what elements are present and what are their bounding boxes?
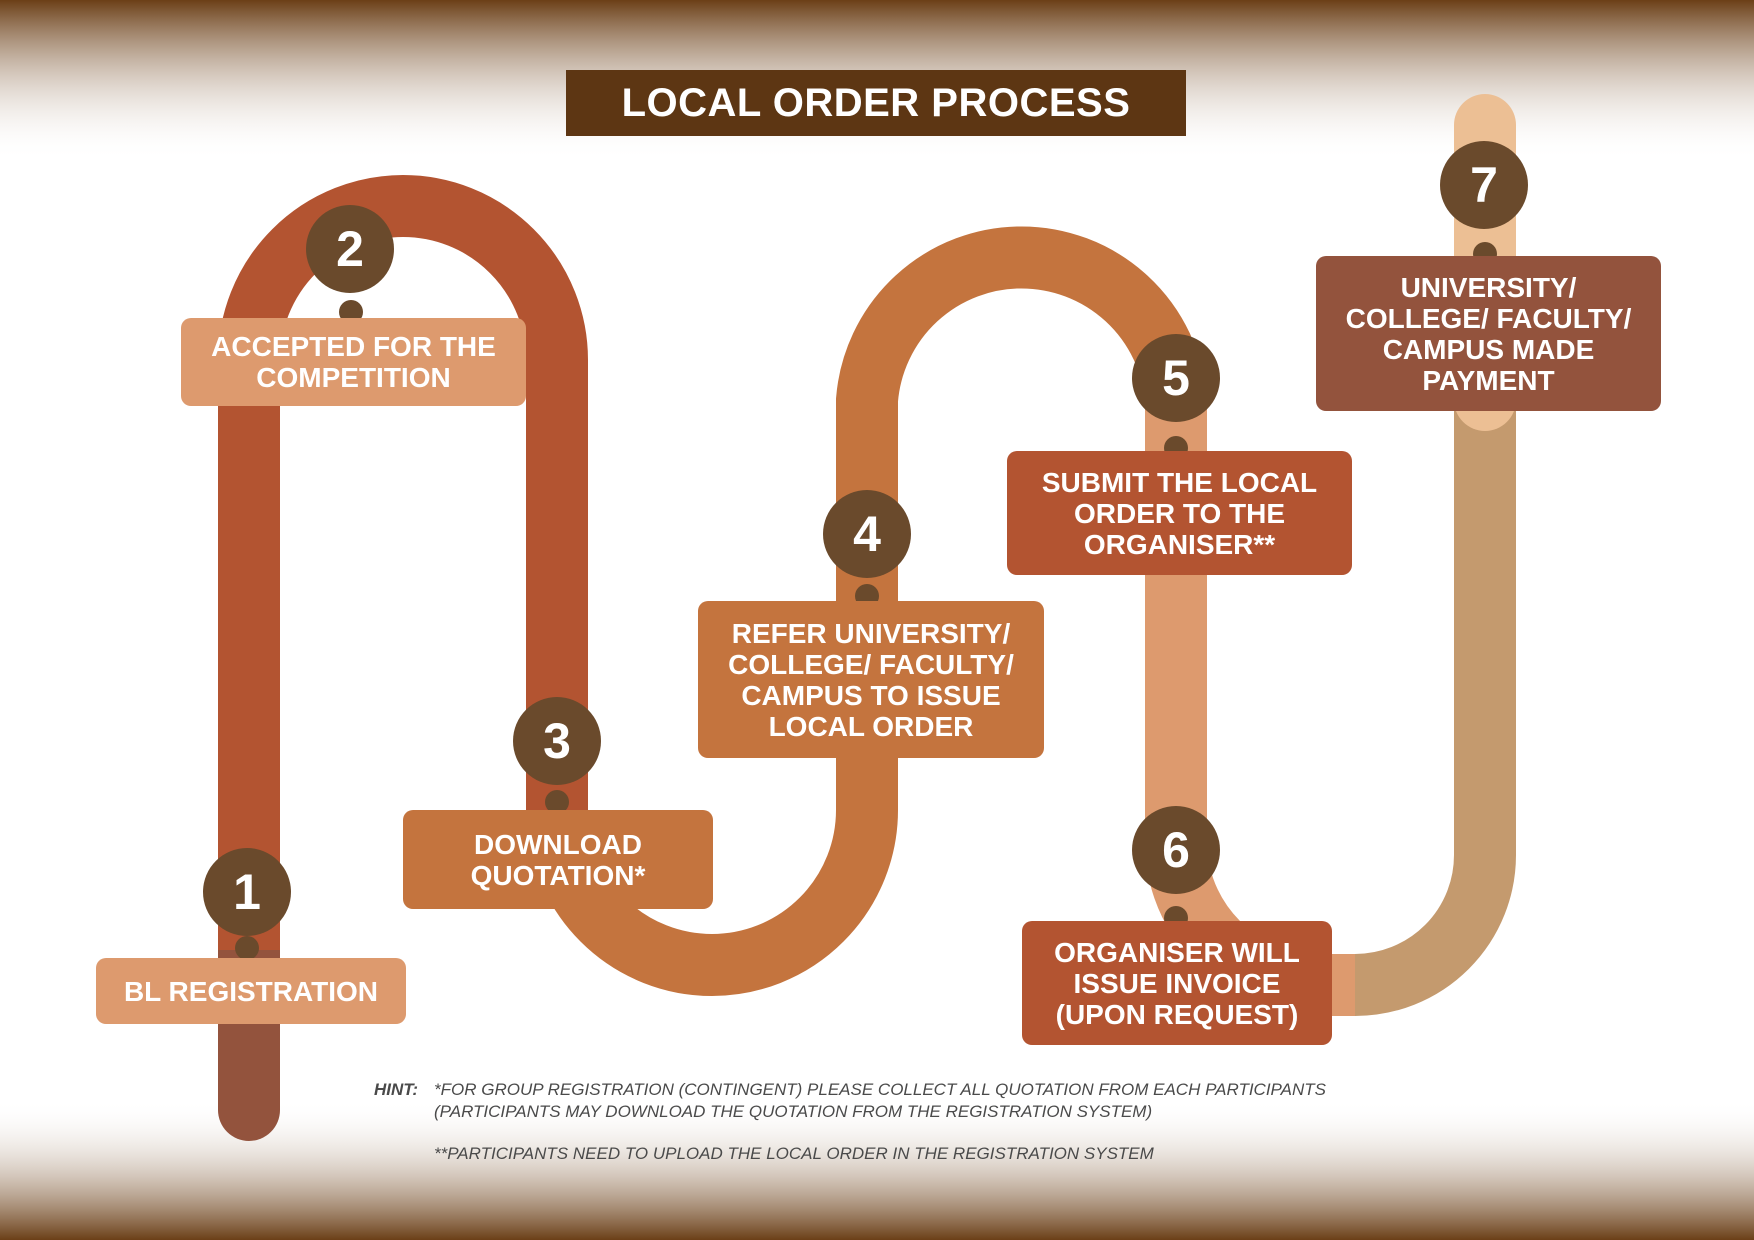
step-number-6: 6 bbox=[1132, 806, 1220, 894]
path-segment-3-5 bbox=[526, 226, 1207, 996]
step-number-7: 7 bbox=[1440, 141, 1528, 229]
step-text-1: BL REGISTRATION bbox=[123, 975, 379, 1007]
step-number-1: 1 bbox=[203, 848, 291, 936]
step-number-3: 3 bbox=[513, 697, 601, 785]
step-text-6: ORGANISER WILL ISSUE INVOICE (UPON REQUE… bbox=[1054, 936, 1300, 1030]
step-text-3: DOWNLOAD QUOTATION* bbox=[470, 828, 646, 891]
hint-label: HINT: bbox=[374, 1080, 419, 1099]
page-title: LOCAL ORDER PROCESS bbox=[566, 70, 1186, 136]
path-segment-6-7 bbox=[1354, 400, 1516, 1016]
step-label-4: REFER UNIVERSITY/ COLLEGE/ FACULTY/ CAMP… bbox=[698, 601, 1044, 758]
step-label-7: UNIVERSITY/ COLLEGE/ FACULTY/ CAMPUS MAD… bbox=[1316, 256, 1661, 411]
step-number-4: 4 bbox=[823, 490, 911, 578]
step-text-4: REFER UNIVERSITY/ COLLEGE/ FACULTY/ CAMP… bbox=[728, 617, 1014, 742]
hint-note-1: *FOR GROUP REGISTRATION (CONTINGENT) PLE… bbox=[434, 1080, 1326, 1121]
step-text-7: UNIVERSITY/ COLLEGE/ FACULTY/ CAMPUS MAD… bbox=[1345, 271, 1632, 396]
step-label-3: DOWNLOAD QUOTATION* bbox=[403, 810, 713, 909]
step-label-2: ACCEPTED FOR THE COMPETITION bbox=[181, 318, 526, 406]
step-text-5: SUBMIT THE LOCAL ORDER TO THE ORGANISER*… bbox=[1041, 466, 1318, 560]
step-text-2: ACCEPTED FOR THE COMPETITION bbox=[211, 331, 496, 393]
step-label-6: ORGANISER WILL ISSUE INVOICE (UPON REQUE… bbox=[1022, 921, 1332, 1045]
step-label-1: BL REGISTRATION bbox=[96, 958, 406, 1024]
pin-1 bbox=[235, 936, 259, 960]
pin-3 bbox=[545, 790, 569, 814]
bottom-band bbox=[0, 1100, 1754, 1240]
step-number-2: 2 bbox=[306, 205, 394, 293]
step-label-5: SUBMIT THE LOCAL ORDER TO THE ORGANISER*… bbox=[1007, 451, 1352, 575]
hint-note-2: **PARTICIPANTS NEED TO UPLOAD THE LOCAL … bbox=[434, 1144, 1154, 1163]
step-number-5: 5 bbox=[1132, 334, 1220, 422]
path-segment-1-3 bbox=[218, 175, 588, 950]
